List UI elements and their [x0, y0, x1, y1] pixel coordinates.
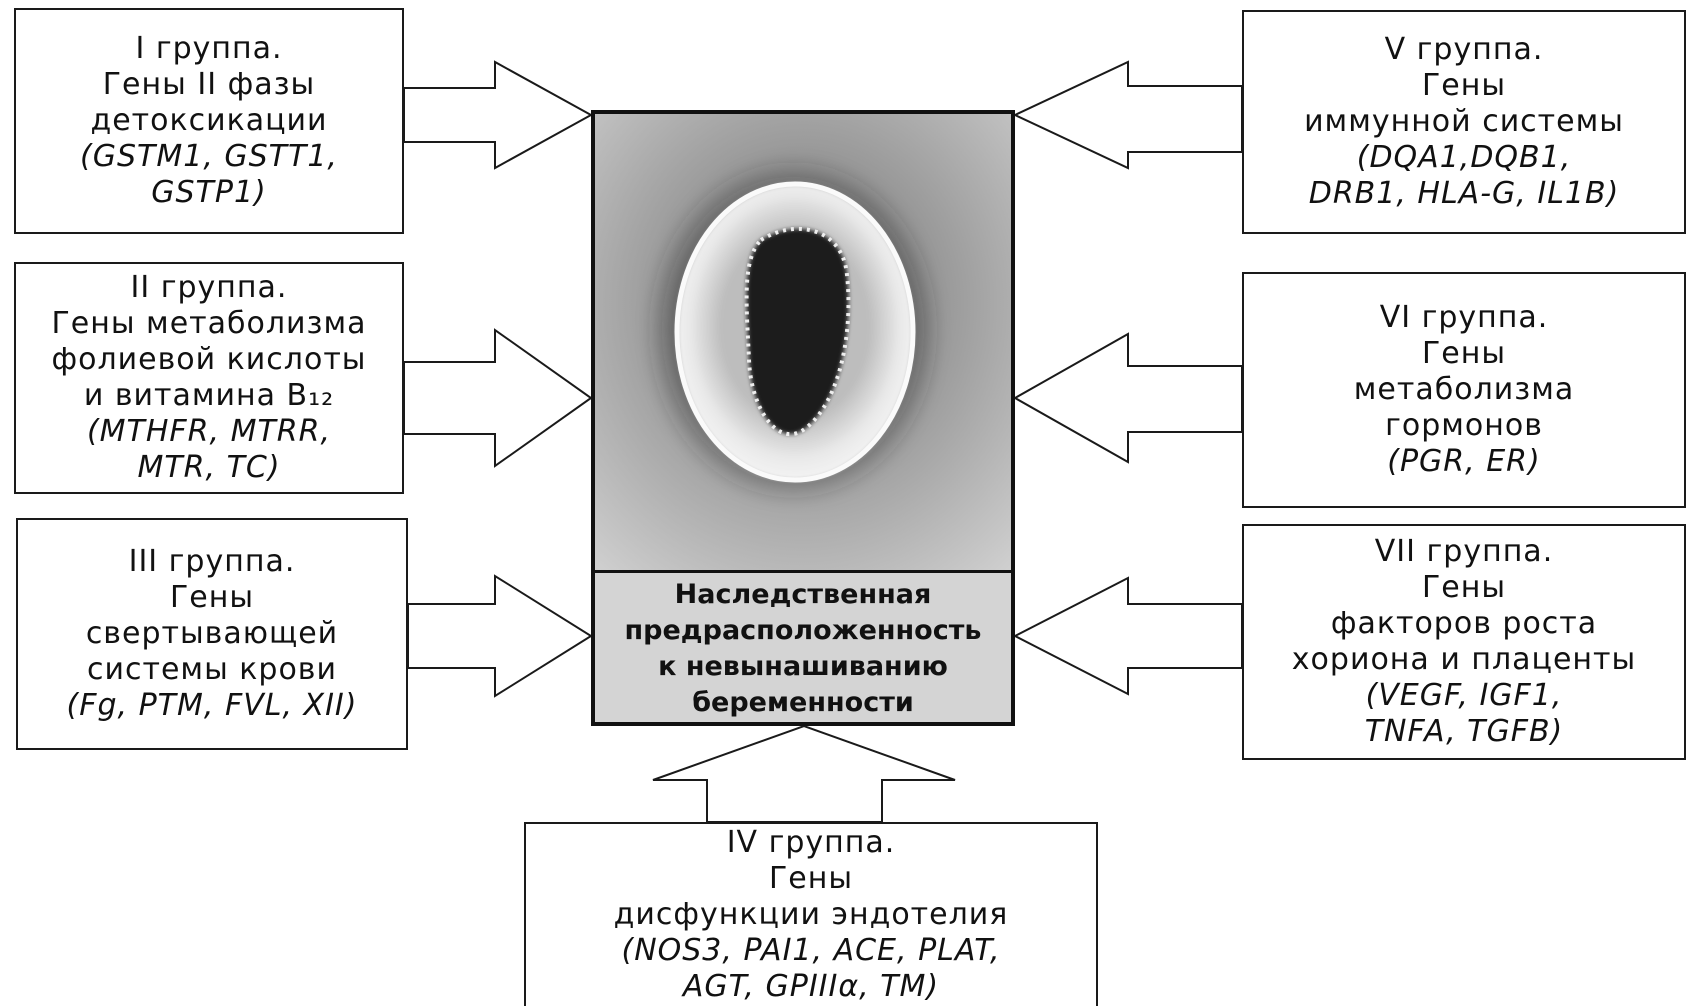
group-7-title: VII группа. [1374, 534, 1554, 569]
arrow-group-4 [652, 724, 956, 823]
center-caption-line: предрасположенность [624, 615, 982, 646]
group-4-box: IV группа. Гены дисфункции эндотелия (NO… [524, 822, 1098, 1006]
group-6-line: метаболизма [1353, 372, 1575, 407]
group-5-genes: DRB1, HLA-G, IL1B) [1308, 176, 1620, 211]
group-2-line: Гены метаболизма [51, 306, 367, 341]
group-3-line: свертывающей [85, 616, 339, 651]
group-3-line: Гены [169, 580, 255, 615]
group-4-line: Гены [768, 861, 854, 896]
center-caption-line: беременности [692, 687, 914, 718]
group-7-line: факторов роста [1330, 606, 1598, 641]
group-2-line: и витамина B₁₂ [83, 378, 335, 413]
group-1-line: Гены II фазы [102, 67, 316, 102]
arrow-group-7 [1012, 576, 1243, 696]
group-4-line: дисфункции эндотелия [613, 897, 1009, 932]
group-2-title: II группа. [130, 270, 288, 305]
group-2-genes: (MTHFR, MTRR, [86, 414, 332, 449]
group-4-genes: (NOS3, PAI1, ACE, PLAT, [621, 933, 1001, 968]
center-caption: Наследственная предрасположенность к нев… [591, 572, 1015, 726]
group-6-line: гормонов [1385, 408, 1543, 443]
group-2-genes: MTR, TC) [137, 450, 281, 485]
center-caption-line: Наследственная [674, 579, 932, 610]
group-5-box: V группа. Гены иммунной системы (DQA1,DQ… [1242, 10, 1686, 234]
group-3-line: системы крови [87, 652, 337, 687]
group-5-line: Гены [1421, 68, 1507, 103]
group-7-line: хориона и плаценты [1291, 642, 1637, 677]
arrow-group-2 [403, 328, 593, 468]
group-5-title: V группа. [1384, 32, 1544, 67]
group-7-box: VII группа. Гены факторов роста хориона … [1242, 524, 1686, 760]
group-6-line: Гены [1421, 336, 1507, 371]
arrow-group-5 [1012, 60, 1243, 170]
group-6-genes: (PGR, ER) [1387, 444, 1541, 479]
group-6-title: VI группа. [1379, 300, 1549, 335]
group-3-title: III группа. [128, 544, 296, 579]
center-caption-line: к невынашиванию [658, 651, 948, 682]
group-4-title: IV группа. [726, 825, 896, 860]
arrow-group-1 [403, 60, 594, 170]
group-4-genes: AGT, GPIIIα, TM) [682, 969, 940, 1004]
group-2-line: фолиевой кислоты [51, 342, 367, 377]
group-1-line: детоксикации [90, 103, 328, 138]
group-6-box: VI группа. Гены метаболизма гормонов (PG… [1242, 272, 1686, 508]
center-divider [591, 570, 1015, 573]
group-7-line: Гены [1421, 570, 1507, 605]
embryo-micrograph-image [591, 110, 1015, 572]
group-5-line: иммунной системы [1304, 104, 1624, 139]
group-7-genes: TNFA, TGFB) [1364, 714, 1564, 749]
group-7-genes: (VEGF, IGF1, [1365, 678, 1563, 713]
group-1-box: I группа. Гены II фазы детоксикации (GST… [14, 8, 404, 234]
arrow-group-6 [1012, 332, 1243, 464]
arrow-group-3 [407, 574, 593, 698]
group-1-genes: (GSTM1, GSTT1, [80, 139, 338, 174]
group-1-genes: GSTP1) [151, 175, 267, 210]
group-3-genes: (Fg, PTM, FVL, XII) [66, 688, 358, 723]
group-2-box: II группа. Гены метаболизма фолиевой кис… [14, 262, 404, 494]
group-1-title: I группа. [135, 31, 283, 66]
group-5-genes: (DQA1,DQB1, [1356, 140, 1572, 175]
group-3-box: III группа. Гены свертывающей системы кр… [16, 518, 408, 750]
